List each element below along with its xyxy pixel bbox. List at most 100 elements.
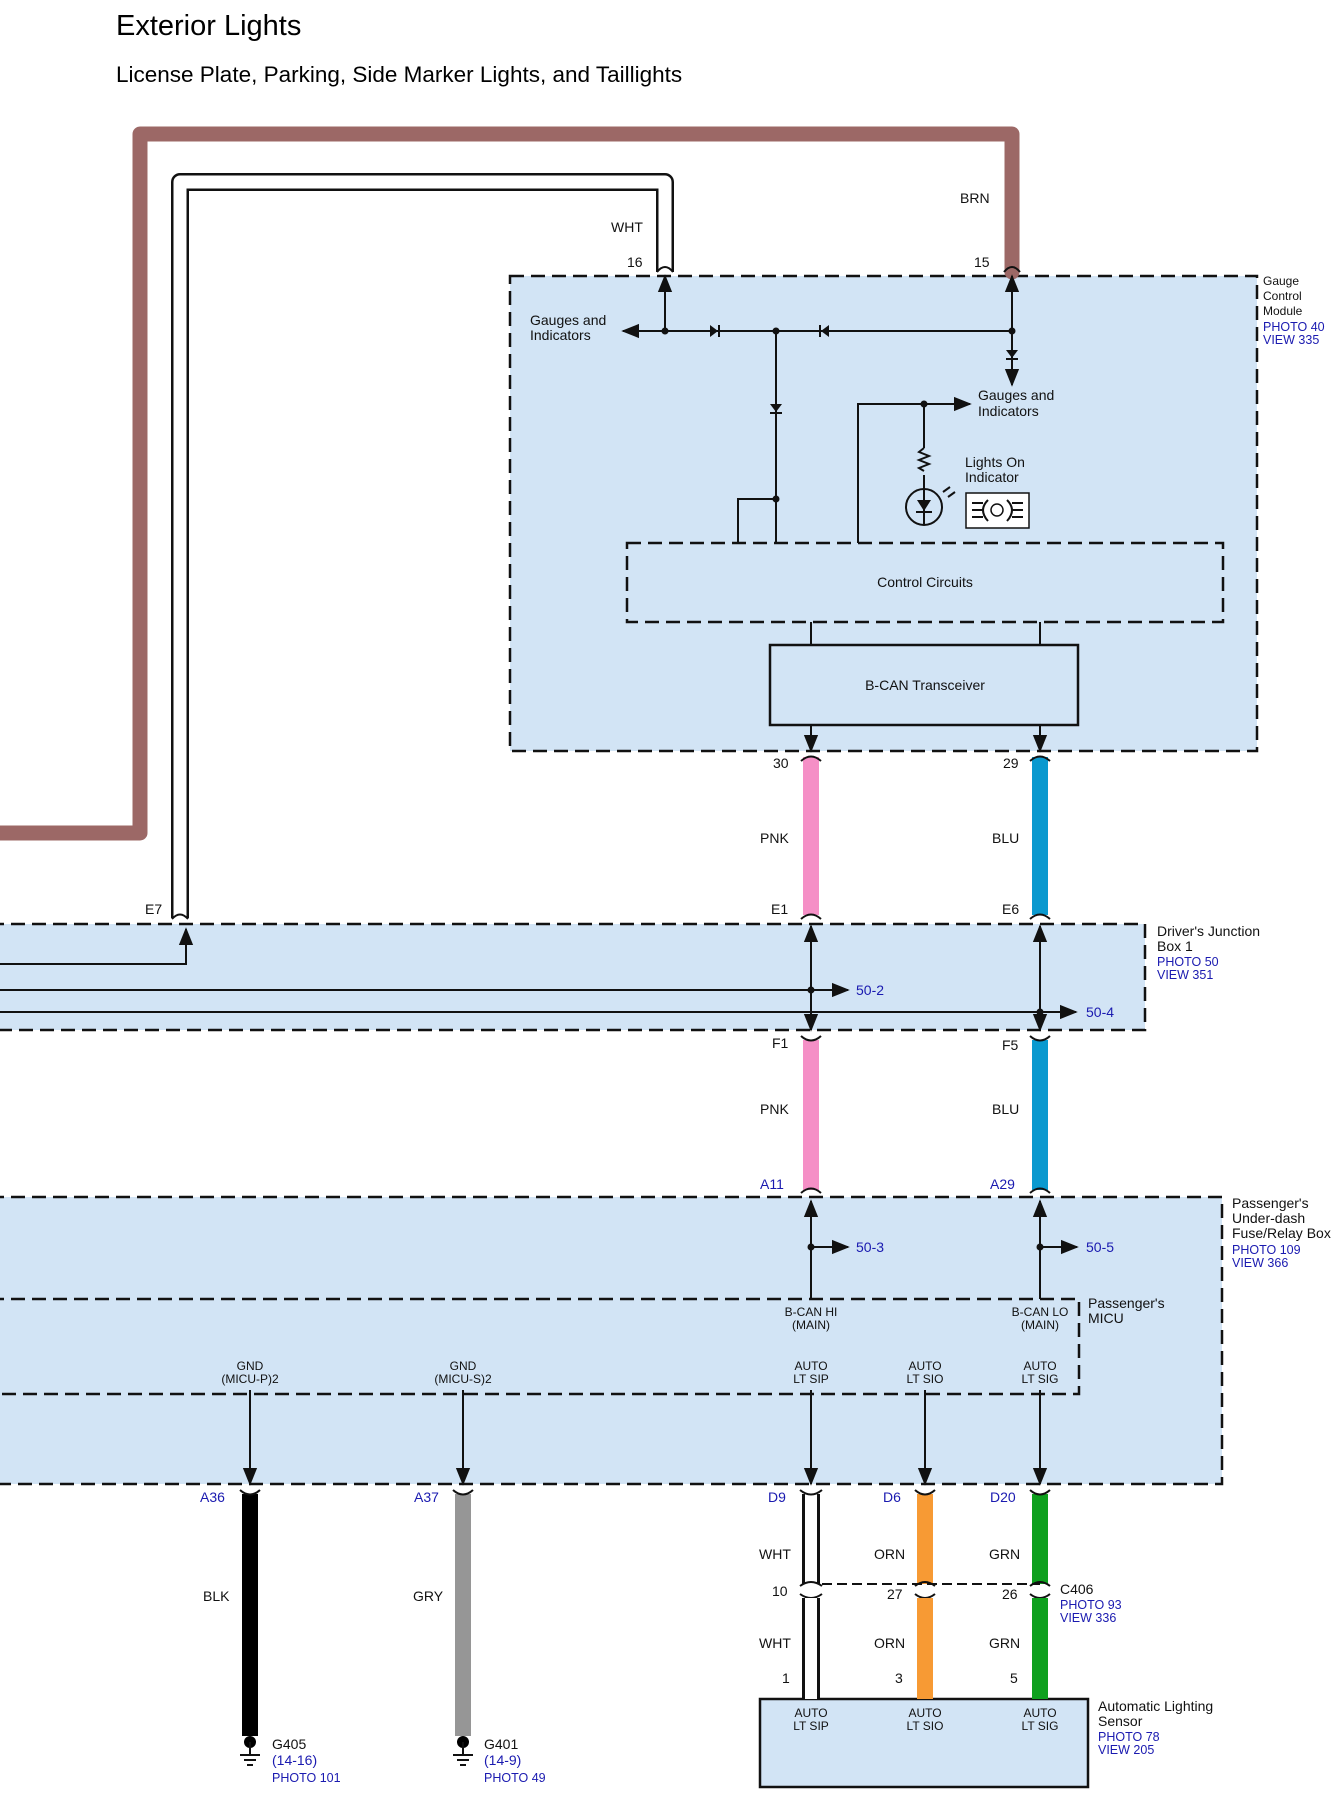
pnk-wire-label-2: PNK — [760, 1101, 789, 1117]
pnk-wire-2 — [803, 1040, 819, 1190]
ref-50-5[interactable]: 50-5 — [1086, 1239, 1114, 1255]
gcm-name-1: Gauge — [1263, 274, 1299, 288]
bcan-lo-2: (MAIN) — [1021, 1318, 1059, 1332]
sensor-name-1: Automatic Lighting — [1098, 1698, 1213, 1714]
blk-wire — [242, 1494, 258, 1736]
sensor-sip-2: LT SIP — [793, 1719, 829, 1733]
micu-name-1: Passenger's — [1088, 1295, 1165, 1311]
micu-sig-2: LT SIG — [1022, 1372, 1059, 1386]
pin-a11[interactable]: A11 — [760, 1176, 784, 1192]
page-title: Exterior Lights — [116, 10, 301, 42]
c406-name: C406 — [1060, 1581, 1094, 1597]
micu-sip-1: AUTO — [794, 1359, 827, 1373]
micu-sio-2: LT SIO — [907, 1372, 944, 1386]
pin-d6[interactable]: D6 — [883, 1489, 901, 1505]
micu-sio-1: AUTO — [908, 1359, 941, 1373]
pin-a37[interactable]: A37 — [414, 1489, 439, 1505]
light-rays-icon — [942, 486, 956, 498]
blu-wire-label-2: BLU — [992, 1101, 1019, 1117]
connector-27-b — [914, 1593, 936, 1599]
junction-dot — [1036, 1008, 1044, 1016]
g405-name: G405 — [272, 1736, 306, 1752]
connector-10 — [799, 1581, 823, 1587]
micu-name-2: MICU — [1088, 1310, 1124, 1326]
gauges-left-1: Gauges and — [530, 312, 606, 328]
connector-27 — [914, 1581, 936, 1587]
sensor-sig-2: LT SIG — [1022, 1719, 1059, 1733]
djb-e7-line — [0, 927, 194, 965]
pin-f5: F5 — [1002, 1037, 1019, 1053]
c406-photo[interactable]: PHOTO 93 — [1060, 1598, 1122, 1612]
connector-d6 — [914, 1489, 936, 1496]
wht-wire-label-top: WHT — [611, 219, 643, 235]
micu-sip-2: LT SIP — [793, 1372, 829, 1386]
ref-50-4[interactable]: 50-4 — [1086, 1004, 1114, 1020]
pin-f1: F1 — [772, 1035, 789, 1051]
gnd-s-2: (MICU-S)2 — [434, 1372, 492, 1386]
djb-view-link[interactable]: VIEW 351 — [1157, 968, 1213, 982]
diode-3 — [1006, 350, 1018, 358]
sensor-sip-1: AUTO — [794, 1706, 827, 1720]
connector-a36 — [239, 1489, 261, 1496]
grn-wire-label-1: GRN — [989, 1546, 1020, 1562]
pfb-photo-link[interactable]: PHOTO 109 — [1232, 1243, 1301, 1257]
gcm-photo-link[interactable]: PHOTO 40 — [1263, 320, 1325, 334]
pin-e6: E6 — [1002, 901, 1019, 917]
sensor-sio-1: AUTO — [908, 1706, 941, 1720]
pin-d20[interactable]: D20 — [990, 1489, 1016, 1505]
ref-50-2[interactable]: 50-2 — [856, 982, 884, 998]
pin-e1: E1 — [771, 901, 788, 917]
pfb-name-1: Passenger's — [1232, 1195, 1309, 1211]
djb-photo-link[interactable]: PHOTO 50 — [1157, 955, 1219, 969]
pfb-view-link[interactable]: VIEW 366 — [1232, 1256, 1288, 1270]
blu-wire-1 — [1032, 757, 1048, 915]
gry-wire-label: GRY — [413, 1588, 444, 1604]
pin-e7: E7 — [145, 901, 162, 917]
c406-view[interactable]: VIEW 336 — [1060, 1611, 1116, 1625]
wht-wire-1 — [805, 1494, 817, 1584]
grn-wire-label-2: GRN — [989, 1635, 1020, 1651]
g405-photo[interactable]: PHOTO 101 — [272, 1771, 341, 1785]
pin-15: 15 — [974, 254, 990, 270]
lights-on-2: Indicator — [965, 469, 1019, 485]
pin-d9[interactable]: D9 — [768, 1489, 786, 1505]
blu-wire-label-1: BLU — [992, 830, 1019, 846]
gnd-p-1: GND — [237, 1359, 264, 1373]
gauges-right-1: Gauges and — [978, 387, 1054, 403]
gauges-left-2: Indicators — [530, 327, 591, 343]
connector-e1 — [800, 913, 822, 920]
bcan-hi-1: B-CAN HI — [785, 1305, 838, 1319]
pin-a36[interactable]: A36 — [200, 1489, 225, 1505]
connector-f5 — [1029, 1035, 1051, 1042]
ground-g405-icon — [240, 1736, 260, 1766]
ref-50-3[interactable]: 50-3 — [856, 1239, 884, 1255]
g401-ref[interactable]: (14-9) — [484, 1752, 521, 1768]
sensor-sig-1: AUTO — [1023, 1706, 1056, 1720]
connector-a29 — [1029, 1187, 1051, 1194]
pin-27: 27 — [887, 1586, 903, 1602]
gauge-control-module-box — [508, 274, 1259, 753]
g405-ref[interactable]: (14-16) — [272, 1752, 317, 1768]
micu-sig-1: AUTO — [1023, 1359, 1056, 1373]
gcm-name-2: Control — [1263, 289, 1302, 303]
lights-branch — [857, 396, 972, 543]
orn-wire-label-1: ORN — [874, 1546, 905, 1562]
connector-16 — [656, 266, 674, 273]
pfb-name-3: Fuse/Relay Box — [1232, 1225, 1331, 1241]
connector-15 — [1003, 266, 1021, 273]
sensor-view[interactable]: VIEW 205 — [1098, 1743, 1154, 1757]
connector-d20 — [1029, 1489, 1051, 1496]
gcm-view-link[interactable]: VIEW 335 — [1263, 333, 1319, 347]
pnk-wire-1 — [803, 757, 819, 915]
djb-name-1: Driver's Junction — [1157, 923, 1260, 939]
connector-a11 — [800, 1187, 822, 1194]
g401-photo[interactable]: PHOTO 49 — [484, 1771, 546, 1785]
control-circuits-box — [625, 541, 1225, 624]
lights-on-1: Lights On — [965, 454, 1025, 470]
gry-wire — [455, 1494, 471, 1736]
sensor-photo[interactable]: PHOTO 78 — [1098, 1730, 1160, 1744]
pin-a29[interactable]: A29 — [990, 1176, 1015, 1192]
diode-2 — [821, 325, 829, 337]
bcan-transceiver-label: B-CAN Transceiver — [865, 677, 985, 693]
wht-wire-label-1: WHT — [759, 1546, 791, 1562]
